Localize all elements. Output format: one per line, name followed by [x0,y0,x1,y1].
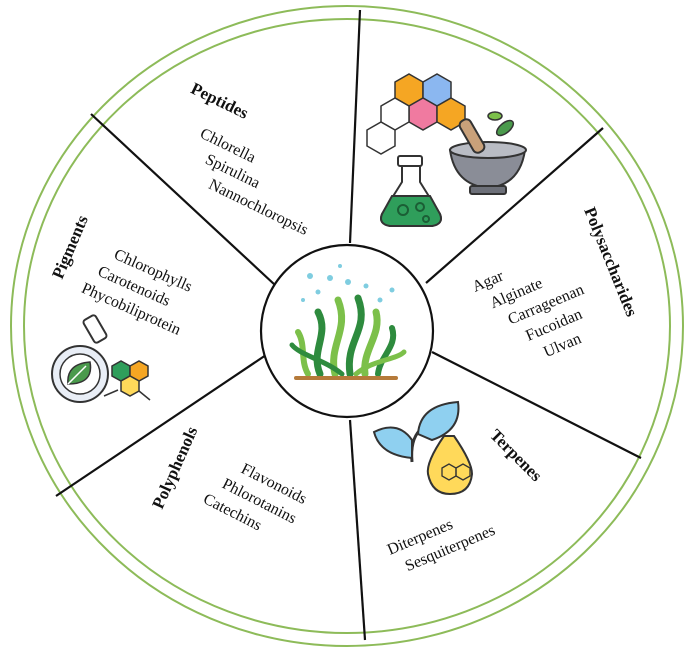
terpenes-title: Terpenes [486,425,546,485]
leaf-oil-drop-icon [372,400,474,496]
polysaccharides-title: Polysaccharides [580,204,641,319]
divider-upper-right [425,127,604,284]
divider-top [348,9,362,244]
divider-lower-left [55,354,267,497]
molecule-icon [366,73,466,155]
segment-peptides: Peptides Chlorella Spirulina Nannochloro… [188,79,311,239]
inner-ring [23,18,671,634]
polyphenols-title: Polyphenols [148,423,201,511]
divider-upper-left [90,113,276,286]
segment-polysaccharides: Polysaccharides Agar Alginate Carrageena… [470,204,642,361]
segment-dividers [55,9,642,641]
segment-terpenes: Terpenes Diterpenes Sesquiterpenes [372,400,546,575]
segment-polyphenols: Polyphenols Flavonoids Phlorotanins Cate… [148,423,309,534]
divider-bottom [348,419,367,641]
seaweed-icon [289,264,407,380]
mortar-pestle-icon [448,111,527,195]
center-circle [259,243,435,419]
leaf-flask-icon [51,314,151,403]
segment-chemistry-icons [366,73,527,227]
outer-ring [10,5,684,647]
segment-pigments: Pigments Chlorophylls Carotenoids Phycob… [48,212,195,403]
flask-icon [380,155,442,227]
peptides-title: Peptides [188,79,252,123]
pigments-title: Pigments [48,212,92,281]
divider-lower-right [431,351,642,459]
